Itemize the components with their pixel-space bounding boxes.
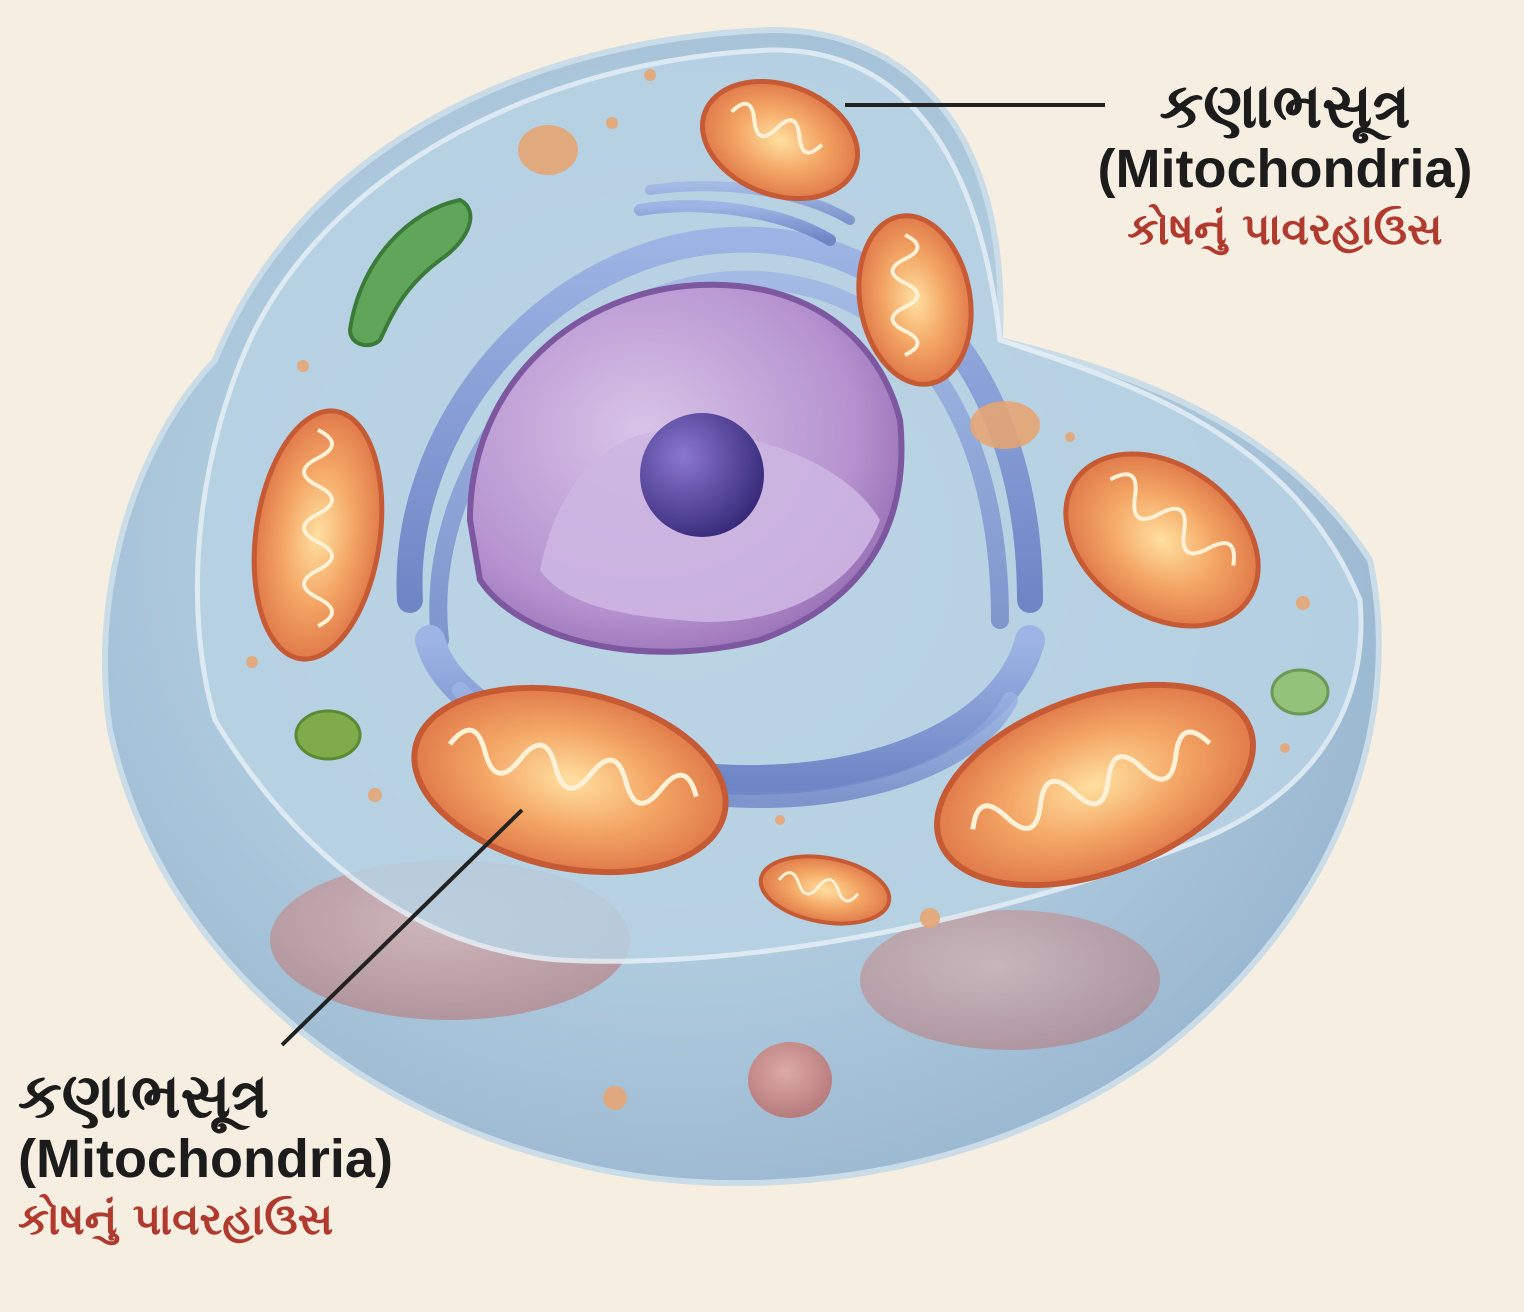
lower-organelle — [748, 1042, 832, 1118]
label-gujarati: કણાભસૂત્ર — [1050, 72, 1520, 140]
label-subtitle: કોષનું પાવરહાઉસ — [18, 1196, 538, 1244]
label-mitochondria-top: કણાભસૂત્ર (Mitochondria) કોષનું પાવરહાઉસ — [1050, 72, 1520, 254]
nucleolus-icon — [640, 413, 764, 537]
label-mitochondria-bottom: કણાભસૂત્ર (Mitochondria) કોષનું પાવરહાઉસ — [18, 1062, 538, 1244]
label-subtitle: કોષનું પાવરહાઉસ — [1050, 206, 1520, 254]
green-vesicle — [1272, 670, 1328, 714]
green-vesicle — [296, 711, 360, 759]
lower-organelle — [860, 910, 1160, 1050]
label-english: (Mitochondria) — [18, 1130, 538, 1189]
label-gujarati: કણાભસૂત્ર — [18, 1062, 538, 1130]
label-english: (Mitochondria) — [1050, 140, 1520, 199]
